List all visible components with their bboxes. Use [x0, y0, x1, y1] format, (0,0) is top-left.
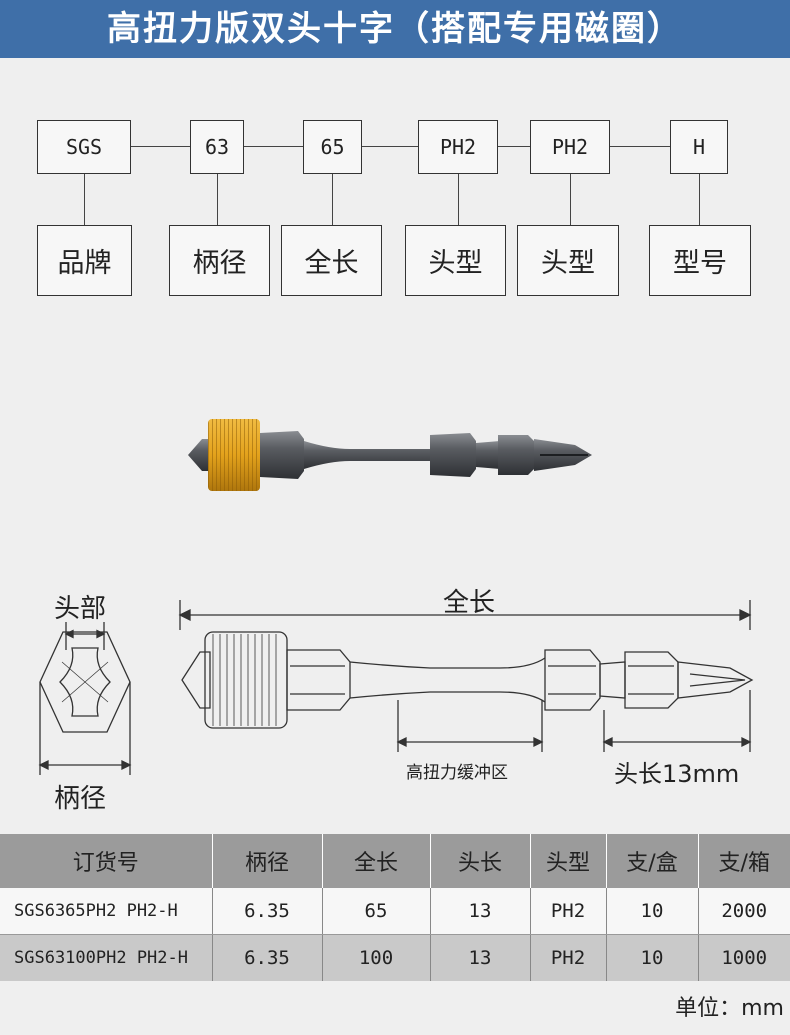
connector-line	[498, 146, 530, 148]
connector-line	[458, 174, 460, 225]
table-cell: 10	[606, 888, 699, 935]
tip-length-label: 头长13mm	[614, 760, 740, 788]
column-header: 柄径	[212, 834, 323, 888]
connector-line	[610, 146, 670, 148]
connector-line	[570, 174, 572, 225]
table-header-row: 订货号 柄径 全长 头长 头型 支/盒 支/箱	[0, 834, 790, 888]
table-row: SGS63100PH2 PH2-H 6.35 100 13 PH2 10 100…	[0, 934, 790, 981]
table-cell: SGS6365PH2 PH2-H	[0, 888, 213, 935]
shank-label: 柄径	[54, 784, 107, 814]
connector-line	[84, 174, 86, 225]
code-box-length: 65	[303, 120, 362, 174]
connector-line	[332, 174, 334, 225]
code-box-model: H	[670, 120, 728, 174]
length-label: 全长	[443, 588, 496, 618]
unit-note: 单位：mm	[675, 996, 784, 1021]
label-head-type-2: 头型	[517, 225, 619, 296]
table-cell: 13	[430, 888, 531, 935]
table-row: SGS6365PH2 PH2-H 6.35 65 13 PH2 10 2000	[0, 888, 790, 935]
column-header: 支/箱	[698, 834, 790, 888]
head-label: 头部	[54, 594, 107, 624]
label-length: 全长	[281, 225, 382, 296]
buffer-zone-label: 高扭力缓冲区	[406, 763, 508, 783]
column-header: 头长	[430, 834, 531, 888]
code-box-shank: 63	[190, 120, 244, 174]
connector-line	[131, 146, 190, 148]
table-cell: 10	[606, 934, 699, 981]
column-header: 头型	[530, 834, 607, 888]
label-head-type-1: 头型	[405, 225, 506, 296]
column-header: 全长	[322, 834, 431, 888]
table-cell: 100	[322, 934, 431, 981]
connector-line	[699, 174, 701, 225]
table-cell: 13	[430, 934, 531, 981]
table-cell: PH2	[530, 888, 607, 935]
code-box-head-type-1: PH2	[418, 120, 498, 174]
connector-line	[244, 146, 303, 148]
label-brand: 品牌	[37, 225, 132, 296]
connector-line	[362, 146, 418, 148]
column-header: 支/盒	[606, 834, 699, 888]
label-model: 型号	[649, 225, 751, 296]
technical-drawing	[38, 600, 754, 775]
label-shank: 柄径	[169, 225, 270, 296]
table-cell: 6.35	[212, 934, 323, 981]
screwdriver-bit-photo	[188, 419, 592, 491]
connector-line	[217, 174, 219, 225]
page-title: 高扭力版双头十字（搭配专用磁圈）	[107, 9, 683, 49]
code-box-brand: SGS	[37, 120, 131, 174]
table-cell: 65	[322, 888, 431, 935]
table-cell: 6.35	[212, 888, 323, 935]
title-bar	[0, 0, 790, 58]
table-cell: 1000	[698, 934, 790, 981]
table-cell: 2000	[698, 888, 790, 935]
spec-table: 订货号 柄径 全长 头长 头型 支/盒 支/箱 SGS6365PH2 PH2-H…	[0, 834, 790, 981]
table-cell: PH2	[530, 934, 607, 981]
table-cell: SGS63100PH2 PH2-H	[0, 934, 213, 981]
column-header: 订货号	[0, 834, 213, 888]
code-box-head-type-2: PH2	[530, 120, 610, 174]
